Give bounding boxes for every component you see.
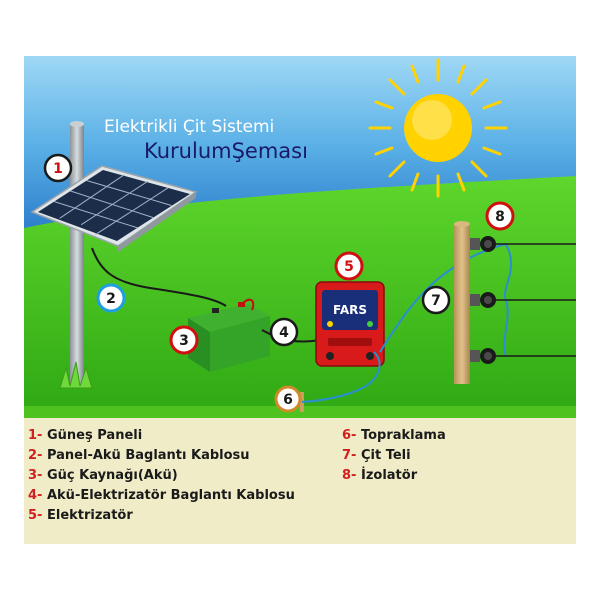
grass <box>24 176 576 418</box>
battery-icon <box>188 298 270 372</box>
insulator-icon <box>470 292 496 308</box>
badge-3: 3 <box>169 325 199 355</box>
grass-tuft-icon <box>59 361 93 389</box>
badge-4: 4 <box>269 317 299 347</box>
solar-panel-icon <box>30 165 198 252</box>
energizer-icon: FARS <box>315 281 385 367</box>
panel-battery-cable <box>91 247 227 307</box>
title-line2: KurulumŞeması <box>144 139 308 163</box>
legend-item: 6- Topraklama <box>342 428 446 443</box>
insulator-icon <box>470 236 496 252</box>
badge-1: 1 <box>43 153 73 183</box>
solar-pole <box>70 124 84 386</box>
fence-post-icon <box>454 221 470 384</box>
svg-text:8: 8 <box>495 209 505 225</box>
energizer-brand: FARS <box>333 303 367 317</box>
legend-item: 7- Çit Teli <box>342 448 411 463</box>
svg-text:1: 1 <box>53 161 63 177</box>
title-line1: Elektrikli Çit Sistemi <box>104 117 274 137</box>
svg-text:7: 7 <box>431 293 441 309</box>
badge-7: 7 <box>421 285 451 315</box>
badge-5: 5 <box>334 251 364 281</box>
legend-item: 1- Güneş Paneli <box>28 428 143 443</box>
legend-item: 2- Panel-Akü Baglantı Kablosu <box>28 448 250 463</box>
svg-text:4: 4 <box>279 325 289 341</box>
legend-item: 8- İzolatör <box>342 468 418 483</box>
svg-text:3: 3 <box>179 333 189 349</box>
insulator-icon <box>470 348 496 364</box>
ground-strip <box>24 406 576 420</box>
legend-item: 5- Elektrizatör <box>28 508 133 523</box>
ground-wire <box>301 351 381 403</box>
badge-8: 8 <box>485 201 515 231</box>
svg-text:5: 5 <box>344 259 354 275</box>
badge-2: 2 <box>96 283 126 313</box>
svg-text:2: 2 <box>106 291 116 307</box>
sun-icon <box>368 58 508 198</box>
legend-item: 4- Akü-Elektrizatör Baglantı Kablosu <box>28 488 295 503</box>
legend-column-left: 1- Güneş Paneli 2- Panel-Akü Baglantı Ka… <box>28 426 295 526</box>
legend-item: 3- Güç Kaynağı(Akü) <box>28 468 178 483</box>
svg-text:6: 6 <box>283 392 293 408</box>
legend-column-right: 6- Topraklama 7- Çit Teli 8- İzolatör <box>342 426 446 486</box>
badge-6: 6 <box>274 385 302 413</box>
legend-panel: 1- Güneş Paneli 2- Panel-Akü Baglantı Ka… <box>24 418 576 544</box>
